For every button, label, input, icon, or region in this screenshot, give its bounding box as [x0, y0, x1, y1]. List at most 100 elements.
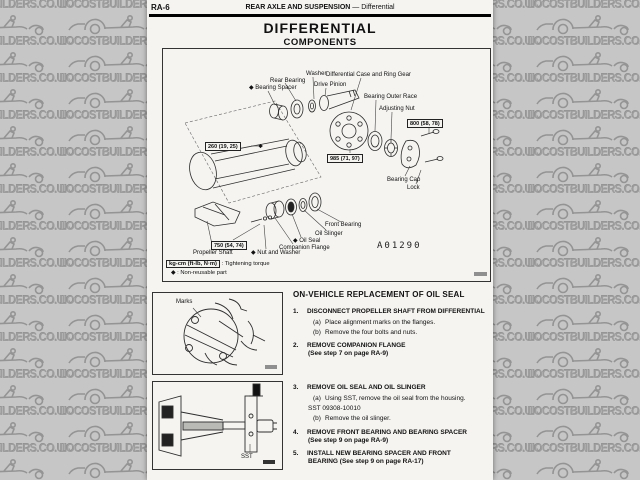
- print-code-smudge: [474, 272, 487, 276]
- locost-car-watermark-icon: [0, 236, 49, 258]
- step-5: 5.INSTALL NEW BEARING SPACER AND FRONT: [293, 450, 451, 457]
- locost-car-watermark-icon: [0, 310, 49, 332]
- locost-car-watermark-icon: [0, 347, 49, 369]
- part-label: Front Bearing: [325, 222, 362, 228]
- figure-code: A01290: [377, 241, 422, 251]
- watermark-text: LOCOSTBUILDERS.CO.UK: [528, 442, 640, 456]
- step-number: 1.: [293, 308, 299, 315]
- print-code-smudge: [263, 460, 275, 464]
- step-2-ref: (See step 7 on page RA-9): [308, 350, 389, 357]
- figure-sst-puller: SST: [152, 381, 283, 470]
- part-label: Companion Flange: [279, 245, 330, 251]
- watermark-text: LOCOSTBUILDERS.CO.UK: [0, 257, 72, 271]
- torque-spec: 985 (71, 97): [327, 154, 363, 163]
- locost-car-watermark-icon: [0, 51, 49, 73]
- watermark-text: LOCOSTBUILDERS.CO.UK: [528, 331, 640, 345]
- watermark-text: LOCOSTBUILDERS.CO.UK: [0, 442, 72, 456]
- step-3: 3.REMOVE OIL SEAL AND OIL SLINGER: [293, 384, 426, 391]
- part-label: ◆ Nut and Washer: [251, 250, 301, 256]
- watermark-text: LOCOSTBUILDERS.CO.UK: [528, 146, 640, 160]
- torque-spec: 800 (58, 78): [407, 119, 443, 128]
- watermark-text: LOCOSTBUILDERS.CO.UK: [0, 0, 72, 12]
- watermark-text: LOCOSTBUILDERS.CO.UK: [0, 183, 72, 197]
- step-5-cont: BEARING (See step 9 on page RA-17): [308, 458, 424, 465]
- locost-car-watermark-icon: [534, 384, 634, 406]
- print-code-smudge: [265, 365, 277, 369]
- part-label: Rear Bearing: [270, 78, 306, 84]
- part-label: Drive Pinion: [314, 82, 347, 88]
- step-title: REMOVE COMPANION FLANGE: [307, 342, 406, 349]
- step-title: INSTALL NEW BEARING SPACER AND FRONT: [307, 450, 451, 457]
- watermark-text: LOCOSTBUILDERS.CO.UK: [0, 294, 72, 308]
- part-label: Differential Case and Ring Gear: [326, 72, 411, 78]
- locost-car-watermark-icon: [534, 199, 634, 221]
- header-subsection: — Differential: [352, 4, 395, 11]
- locost-car-watermark-icon: [0, 125, 49, 147]
- locost-car-watermark-icon: [0, 273, 49, 295]
- components-diagram: Washer Rear Bearing ◆ Bearing Spacer Dri…: [162, 48, 491, 282]
- substep-tag: (b): [313, 329, 321, 336]
- substep-text: Place alignment marks on the flanges.: [325, 319, 436, 326]
- watermark-text: LOCOSTBUILDERS.CO.UK: [528, 405, 640, 419]
- substep-tag: (a): [313, 319, 321, 326]
- sst-tool-drawing: [158, 383, 277, 457]
- watermark-text: LOCOSTBUILDERS.CO.UK: [0, 146, 72, 160]
- step-2: 2.REMOVE COMPANION FLANGE: [293, 342, 405, 349]
- locost-car-watermark-icon: [534, 236, 634, 258]
- step-title: DISCONNECT PROPELLER SHAFT FROM DIFFEREN…: [307, 308, 485, 315]
- header-section: REAR AXLE AND SUSPENSION: [245, 4, 351, 11]
- watermark-text: LOCOSTBUILDERS.CO.UK: [528, 368, 640, 382]
- legend-nonreusable: ◆ : Non-reusable part: [171, 270, 227, 276]
- part-label: Propeller Shaft: [193, 250, 233, 256]
- part-label: Bearing Outer Race: [364, 94, 418, 100]
- non-reusable-diamond-icon: ◆: [171, 270, 176, 276]
- locost-car-watermark-icon: [534, 310, 634, 332]
- step-3a: (a)Using SST, remove the oil seal from t…: [313, 395, 466, 402]
- locost-car-watermark-icon: [0, 421, 49, 443]
- page-subtitle: COMPONENTS: [283, 37, 357, 48]
- figure2-caption: SST: [241, 454, 253, 460]
- watermark-text: LOCOSTBUILDERS.CO.UK: [528, 0, 640, 12]
- locost-car-watermark-icon: [0, 199, 49, 221]
- locost-car-watermark-icon: [534, 347, 634, 369]
- step-1: 1. DISCONNECT PROPELLER SHAFT FROM DIFFER…: [293, 308, 485, 315]
- torque-spec: 750 (54, 74): [211, 241, 247, 250]
- step-1b: (b) Remove the four bolts and nuts.: [313, 329, 417, 336]
- part-label: ◆ Oil Seal: [293, 238, 321, 244]
- locost-car-watermark-icon: [0, 14, 49, 36]
- nonreusable-legend-text: : Non-reusable part: [177, 270, 227, 276]
- watermark-text: LOCOSTBUILDERS.CO.UK: [528, 183, 640, 197]
- flange-marks-drawing: [183, 298, 266, 366]
- watermark-text: LOCOSTBUILDERS.CO.UK: [0, 72, 72, 86]
- watermark-text: LOCOSTBUILDERS.CO.UK: [0, 220, 72, 234]
- part-label: Adjusting Nut: [379, 106, 415, 112]
- part-label: Lock: [407, 185, 420, 191]
- part-label: Washer: [306, 71, 327, 77]
- step-3b: (b)Remove the oil slinger.: [313, 415, 391, 422]
- watermark-text: LOCOSTBUILDERS.CO.UK: [528, 109, 640, 123]
- figure-alignment-marks: Marks: [152, 292, 283, 375]
- header-rule: [149, 14, 491, 17]
- step-3-sst: SST 09308-10010: [308, 405, 361, 412]
- substep-text: Remove the four bolts and nuts.: [325, 329, 418, 336]
- locost-car-watermark-icon: [534, 51, 634, 73]
- figure1-caption: Marks: [176, 299, 193, 305]
- substep-text: Remove the oil slinger.: [325, 415, 391, 422]
- locost-car-watermark-icon: [534, 458, 634, 480]
- part-label: ◆ Bearing Spacer: [249, 85, 297, 91]
- locost-car-watermark-icon: [0, 458, 49, 480]
- watermark-text: LOCOSTBUILDERS.CO.UK: [60, 0, 189, 12]
- watermark-text: LOCOSTBUILDERS.CO.UK: [0, 35, 72, 49]
- locost-car-watermark-icon: [66, 310, 166, 332]
- watermark-text: LOCOSTBUILDERS.CO.UK: [0, 331, 72, 345]
- watermark-text: LOCOSTBUILDERS.CO.UK: [528, 220, 640, 234]
- locost-car-watermark-icon: [534, 14, 634, 36]
- torque-legend-text: : Tightening torque: [221, 261, 270, 267]
- locost-car-watermark-icon: [0, 88, 49, 110]
- locost-car-watermark-icon: [534, 162, 634, 184]
- step-title: REMOVE OIL SEAL AND OIL SLINGER: [307, 384, 426, 391]
- watermark-text: LOCOSTBUILDERS.CO.UK: [528, 294, 640, 308]
- part-label: Oil Slinger: [315, 231, 343, 237]
- watermark-text: LOCOSTBUILDERS.CO.UK: [0, 109, 72, 123]
